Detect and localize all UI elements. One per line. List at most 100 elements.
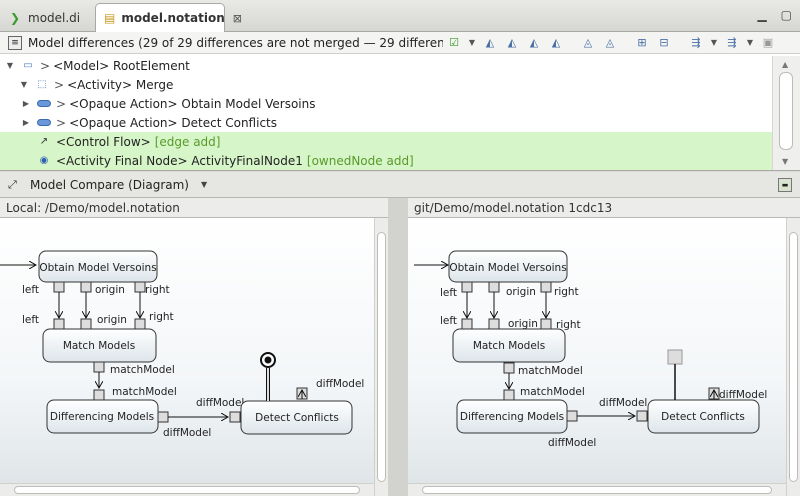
opaque-action-icon	[37, 100, 51, 107]
node-match-models[interactable]: Match Models	[42, 328, 157, 363]
filter-icon[interactable]: ⇶	[727, 35, 737, 49]
scrollbar-thumb[interactable]	[779, 72, 793, 150]
node-differencing-models[interactable]: Differencing Models	[456, 399, 568, 434]
pin-matchmodel-out[interactable]	[93, 361, 105, 373]
svg-text:origin: origin	[95, 284, 125, 296]
scrollbar-thumb[interactable]	[789, 232, 798, 482]
diff-kind-tag: [edge add]	[154, 134, 221, 149]
scroll-down-icon[interactable]: ▼	[782, 157, 789, 166]
tree-row-model[interactable]: ▼ ▭ > <Model> RootElement	[0, 56, 772, 75]
maximize-icon[interactable]: ▢	[780, 8, 792, 22]
filter-dropdown-icon[interactable]: ▼	[468, 37, 476, 47]
merge-non-conflicting-icon[interactable]: ◭	[551, 35, 561, 49]
svg-text:Obtain Model Versoins: Obtain Model Versoins	[449, 262, 566, 274]
model-di-icon: ❯	[9, 10, 21, 25]
svg-text:origin: origin	[97, 314, 127, 326]
expand-arrow-icon[interactable]: ▶	[22, 118, 30, 127]
svg-text:left: left	[440, 287, 457, 299]
pin-matchmodel-in[interactable]	[503, 389, 515, 401]
tab-model-notation[interactable]: ▤ model.notation ⊠	[95, 3, 242, 32]
pin-left-in[interactable]	[461, 318, 473, 330]
scrollbar-thumb[interactable]	[422, 486, 772, 494]
node-detect-conflicts[interactable]: Detect Conflicts	[647, 399, 760, 434]
pin-matchmodel-in[interactable]	[93, 389, 105, 401]
right-vertical-scrollbar[interactable]	[786, 218, 800, 496]
tree-row-opaque-action-obtain[interactable]: ▶ > <Opaque Action> Obtain Model Versoin…	[0, 94, 772, 113]
svg-text:Detect Conflicts: Detect Conflicts	[661, 411, 745, 423]
node-differencing-models[interactable]: Differencing Models	[46, 399, 159, 434]
merge-right-icon[interactable]: ◭	[529, 35, 539, 49]
minimize-icon[interactable]: ▁	[757, 8, 767, 22]
right-diagram-pane: git/Demo/model.notation 1cdc13 Obtain Mo…	[408, 198, 800, 496]
node-obtain-model-versions[interactable]: Obtain Model Versoins	[38, 250, 158, 283]
right-horizontal-scrollbar[interactable]	[408, 483, 786, 496]
diff-kind-tag: [ownedNode add]	[306, 153, 414, 168]
scrollbar-thumb[interactable]	[14, 486, 360, 494]
group-icon[interactable]: ⇶	[691, 35, 701, 49]
pin-diffmodel-in[interactable]	[636, 410, 648, 422]
scrollbar-thumb[interactable]	[377, 232, 386, 482]
svg-text:origin: origin	[506, 286, 536, 298]
accept-checkbox-icon[interactable]: ☑	[449, 35, 459, 49]
left-horizontal-scrollbar[interactable]	[0, 483, 374, 496]
pin-origin-out[interactable]	[488, 281, 500, 293]
tree-row-opaque-action-detect[interactable]: ▶ > <Opaque Action> Detect Conflicts	[0, 113, 772, 132]
control-flow-icon: ↗	[39, 135, 49, 147]
collapse-arrow-icon[interactable]: ▼	[6, 61, 14, 70]
svg-text:right: right	[145, 284, 170, 296]
svg-text:right: right	[149, 311, 174, 323]
pin-diffmodel-out[interactable]	[566, 410, 578, 422]
tree-row-label: <Activity> Merge	[67, 77, 174, 92]
group-dropdown-icon[interactable]: ▼	[710, 37, 718, 47]
tree-row-label: <Model> RootElement	[53, 58, 190, 73]
node-detect-conflicts[interactable]: Detect Conflicts	[240, 400, 353, 435]
svg-text:matchModel: matchModel	[520, 386, 585, 398]
left-vertical-scrollbar[interactable]	[374, 218, 388, 496]
expand-arrow-icon[interactable]: ▶	[22, 99, 30, 108]
tab-model-di[interactable]: ❯ model.di	[0, 3, 94, 32]
missing-final-node-placeholder[interactable]	[667, 349, 683, 365]
collapse-arrow-icon[interactable]: ▼	[20, 80, 28, 89]
layout-toggle-icon[interactable]: ▬	[778, 178, 792, 192]
svg-text:matchModel: matchModel	[110, 364, 175, 376]
node-match-models[interactable]: Match Models	[452, 328, 566, 363]
activity-final-node[interactable]	[260, 352, 276, 368]
svg-text:diffModel: diffModel	[548, 437, 596, 449]
pin-diffmodel-out[interactable]	[157, 411, 169, 423]
left-diagram-canvas: Obtain Model Versoins left origin right …	[0, 218, 388, 496]
previous-difference-icon[interactable]: ◬	[605, 35, 615, 49]
pin-diffmodel-in[interactable]	[229, 411, 241, 423]
next-difference-icon[interactable]: ◬	[583, 35, 593, 49]
pin-right-out[interactable]	[134, 281, 146, 293]
pin-matchmodel-out[interactable]	[503, 362, 515, 374]
pin-left-out[interactable]	[53, 281, 65, 293]
node-obtain-model-versions[interactable]: Obtain Model Versoins	[448, 250, 568, 283]
left-diagram-pane: Local: /Demo/model.notation Obtain Model…	[0, 198, 388, 496]
collapse-all-icon[interactable]: ⊟	[659, 35, 669, 49]
close-icon[interactable]: ⊠	[232, 11, 242, 25]
pin-origin-in[interactable]	[488, 318, 500, 330]
pin-right-out[interactable]	[540, 281, 552, 293]
differences-scrollbar[interactable]: ▲ ▼	[772, 56, 800, 170]
tree-row-activity[interactable]: ▼ ⬚ > <Activity> Merge	[0, 75, 772, 94]
differences-tree: ▼ ▭ > <Model> RootElement ▼ ⬚ > <Activit…	[0, 56, 772, 170]
tree-row-control-flow[interactable]: ↗ <Control Flow> [edge add]	[0, 132, 772, 151]
merge-left-icon[interactable]: ◭	[507, 35, 517, 49]
tree-row-label: <Control Flow>	[56, 134, 151, 149]
pin-right-in[interactable]	[134, 318, 146, 330]
merge-all-icon[interactable]: ◭	[485, 35, 495, 49]
expand-all-icon[interactable]: ⊞	[637, 35, 647, 49]
right-diagram-canvas: Obtain Model Versoins left origin right …	[408, 218, 800, 496]
scroll-up-icon[interactable]: ▲	[782, 60, 789, 69]
svg-text:diffModel: diffModel	[316, 378, 364, 390]
opaque-action-icon	[37, 119, 51, 126]
pin-left-out[interactable]	[461, 281, 473, 293]
filter-options-dropdown-icon[interactable]: ▼	[746, 37, 754, 47]
viewer-dropdown-icon[interactable]: ▼	[200, 180, 208, 189]
tree-row-final-node[interactable]: ◉ <Activity Final Node> ActivityFinalNod…	[0, 151, 772, 170]
pin-origin-in[interactable]	[80, 318, 92, 330]
pin-right-in[interactable]	[540, 318, 552, 330]
save-icon[interactable]: ▣	[762, 35, 774, 49]
pin-origin-out[interactable]	[80, 281, 92, 293]
pin-left-in[interactable]	[53, 318, 65, 330]
